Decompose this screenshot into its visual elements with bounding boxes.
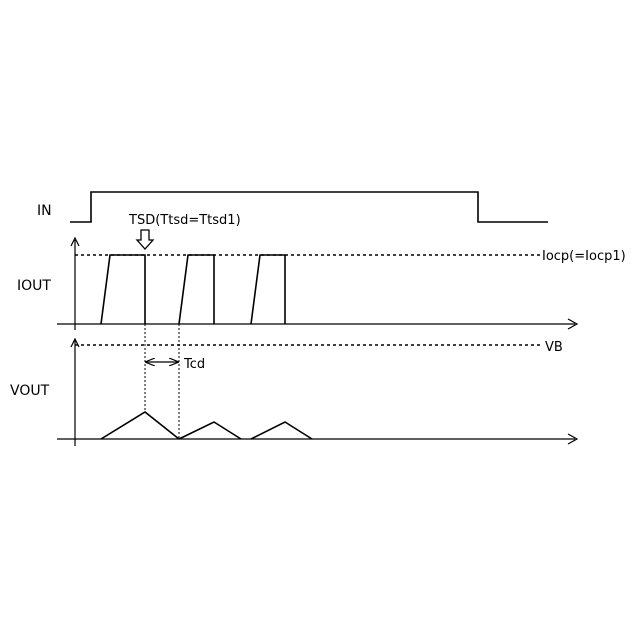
- iout-pulse-2: [179, 255, 214, 324]
- vout-triangle-2: [179, 422, 241, 439]
- iocp-label: Iocp(=Iocp1): [542, 249, 626, 264]
- iout-label: IOUT: [17, 278, 51, 294]
- tsd-down-arrow-icon: [137, 230, 153, 249]
- vout-label: VOUT: [10, 383, 50, 399]
- iout-pulse-1: [101, 255, 145, 324]
- vout-triangle-1: [101, 412, 179, 439]
- vout-triangle-3: [251, 422, 312, 439]
- vb-label: VB: [545, 340, 563, 355]
- tsd-label: TSD(Ttsd=Ttsd1): [128, 213, 241, 228]
- tcd-label: Tcd: [183, 357, 205, 372]
- in-label: IN: [37, 203, 52, 219]
- iout-pulse-3: [251, 255, 285, 324]
